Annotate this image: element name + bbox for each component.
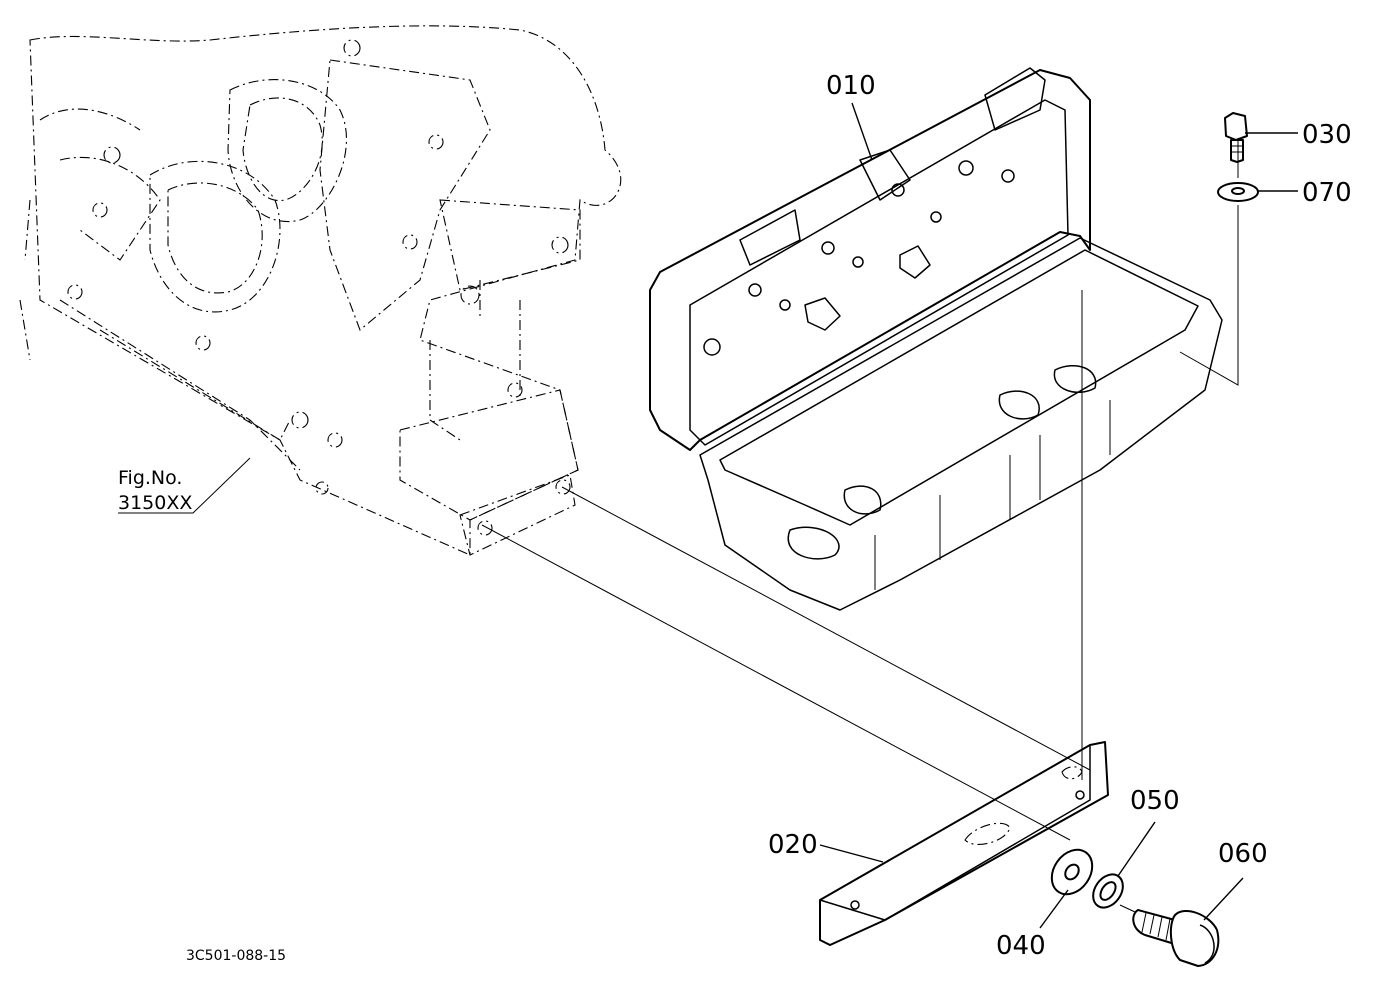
- leader-lines: [118, 102, 1298, 929]
- label-040: 040: [996, 931, 1046, 961]
- washer-070: [1217, 182, 1259, 202]
- transmission-case-outline: [19, 25, 622, 556]
- label-030: 030: [1302, 120, 1352, 150]
- fig-no-label: Fig.No.: [118, 467, 182, 489]
- fig-reference: 3150XX: [118, 492, 192, 514]
- drawing-code: 3C501-088-15: [186, 948, 286, 964]
- label-050: 050: [1130, 786, 1180, 816]
- lock-washer-050: [1092, 873, 1124, 909]
- bolt-060: [1132, 909, 1220, 967]
- label-020: 020: [768, 830, 818, 860]
- tool-box-010: [649, 67, 1223, 611]
- label-010: 010: [826, 71, 876, 101]
- washer-040: [1050, 848, 1094, 896]
- bracket-020: [819, 741, 1109, 946]
- label-060: 060: [1218, 839, 1268, 869]
- bolt-030: [1224, 112, 1248, 163]
- label-070: 070: [1302, 178, 1352, 208]
